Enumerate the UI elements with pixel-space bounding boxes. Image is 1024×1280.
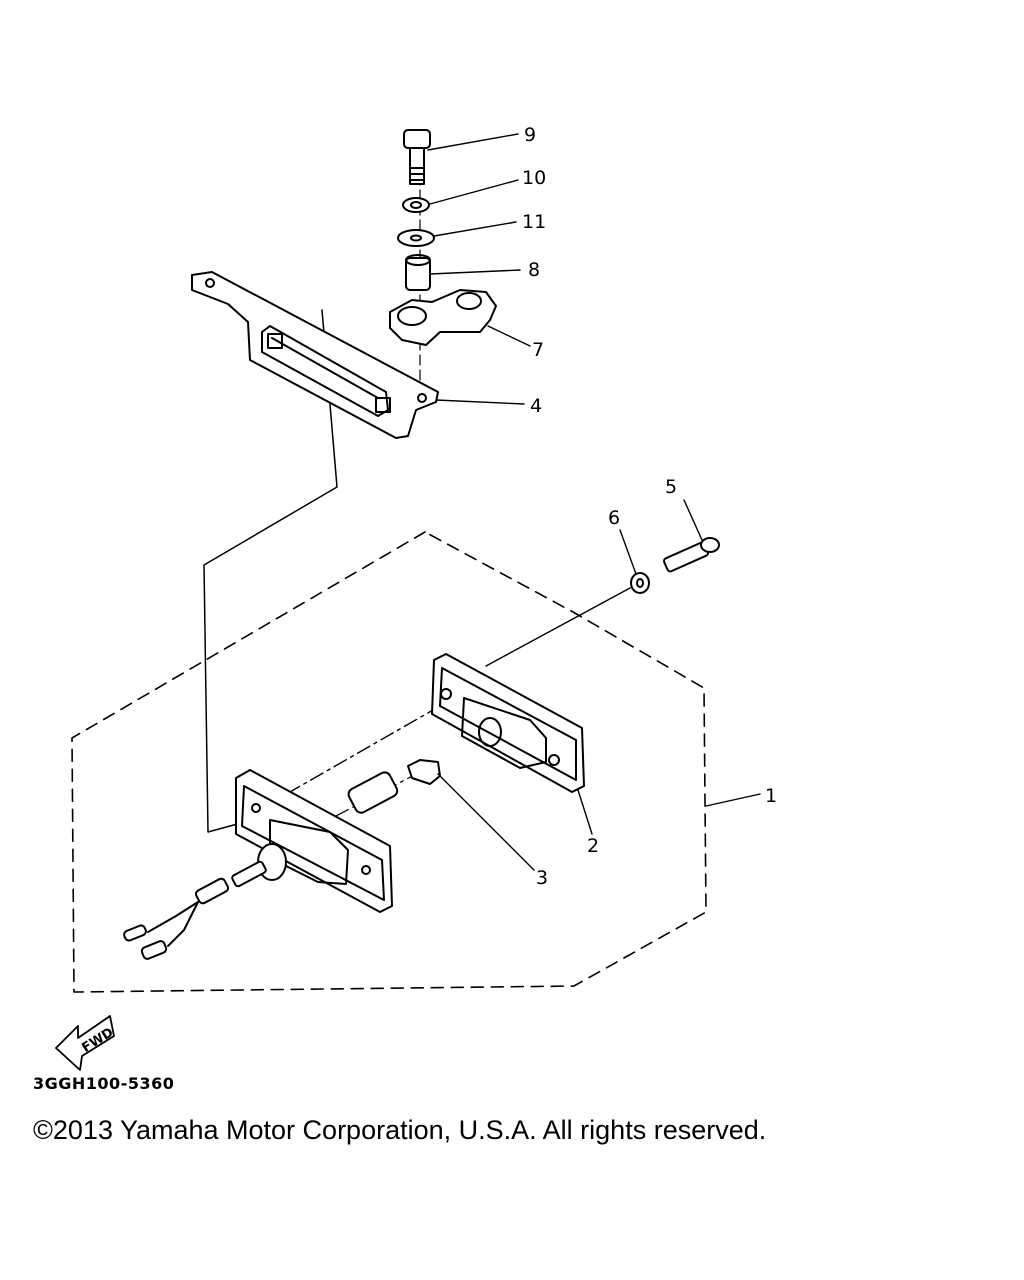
assembly-line-lens bbox=[261, 705, 441, 809]
callout-4: 4 bbox=[530, 395, 542, 417]
leader-9 bbox=[427, 133, 519, 151]
leader-1 bbox=[705, 793, 761, 807]
leader-6 bbox=[619, 529, 637, 575]
small-washer bbox=[630, 572, 650, 594]
leader-10 bbox=[429, 179, 519, 205]
leader-2 bbox=[577, 789, 593, 835]
part-code: 3GGH100-5360 bbox=[33, 1074, 175, 1093]
lamp-mount-arm bbox=[389, 289, 497, 346]
callout-5: 5 bbox=[665, 476, 677, 498]
lamp-body bbox=[231, 769, 393, 913]
callout-10: 10 bbox=[522, 167, 546, 189]
assembly-line-screw bbox=[485, 587, 631, 667]
leader-4 bbox=[435, 399, 525, 405]
callout-7: 7 bbox=[532, 339, 544, 361]
callout-2: 2 bbox=[587, 835, 599, 857]
assembly-boundary-dashed bbox=[71, 531, 707, 993]
lamp-lens bbox=[431, 653, 585, 793]
callout-3: 3 bbox=[536, 867, 548, 889]
leader-3 bbox=[437, 773, 535, 871]
plain-washer bbox=[397, 229, 435, 247]
license-lamp-bracket bbox=[191, 271, 439, 439]
leader-11 bbox=[433, 221, 517, 237]
callout-11: 11 bbox=[522, 211, 546, 233]
bolt-top bbox=[403, 129, 431, 185]
copyright-notice: ©2013 Yamaha Motor Corporation, U.S.A. A… bbox=[33, 1115, 767, 1145]
bulb-socket bbox=[347, 771, 399, 814]
callout-6: 6 bbox=[608, 507, 620, 529]
spring-washer bbox=[402, 197, 430, 213]
alignment-line bbox=[203, 309, 338, 833]
callout-9: 9 bbox=[524, 124, 536, 146]
callout-8: 8 bbox=[528, 259, 540, 281]
leader-7 bbox=[487, 325, 531, 347]
leader-5 bbox=[683, 499, 703, 541]
fwd-arrow-icon bbox=[55, 1015, 115, 1071]
screw bbox=[663, 537, 720, 573]
bulb bbox=[407, 759, 441, 785]
callout-1: 1 bbox=[765, 785, 777, 807]
collar bbox=[405, 254, 431, 291]
leader-8 bbox=[429, 269, 521, 275]
wiring-harness bbox=[123, 877, 230, 960]
